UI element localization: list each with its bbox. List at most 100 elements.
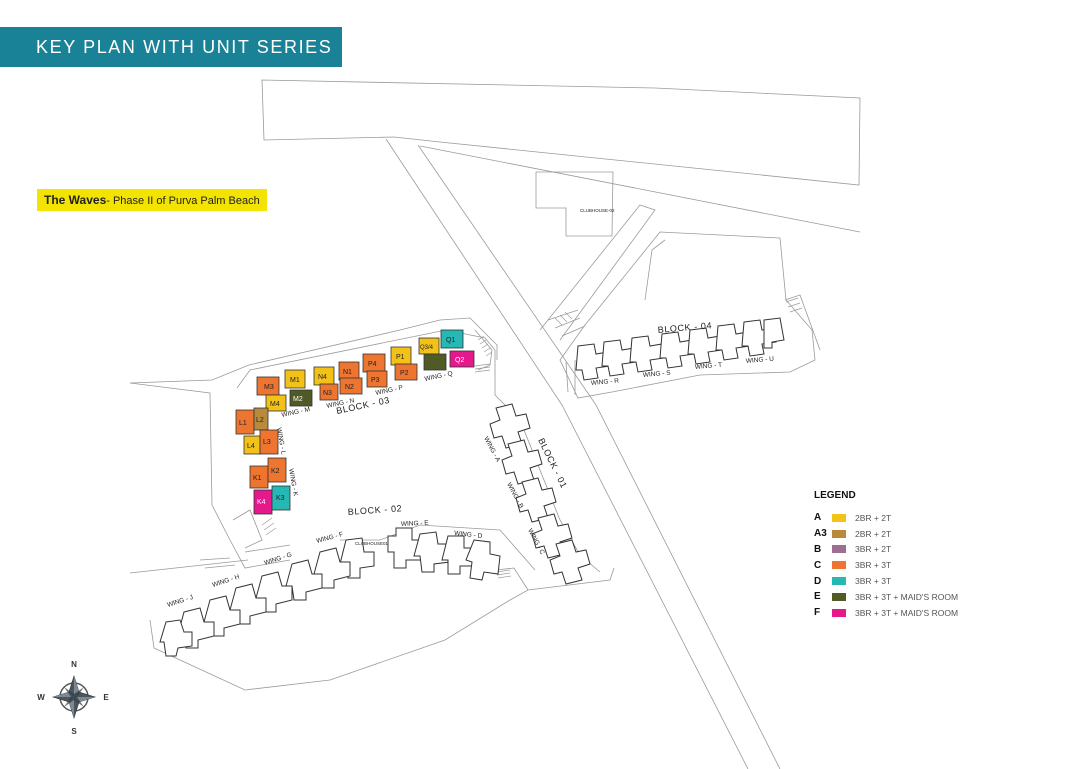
legend-item: E 3BR + 3T + MAID'S ROOM — [814, 589, 958, 605]
compass-e: E — [103, 693, 109, 702]
block-01-buildings — [489, 403, 591, 585]
unit-label: L4 — [247, 443, 255, 450]
unit-label: P4 — [368, 361, 377, 368]
unit-label: K4 — [257, 499, 266, 506]
legend-desc: 2BR + 2T — [855, 528, 892, 539]
wing-u-label: WING - U — [746, 356, 775, 365]
unit-k2 — [267, 457, 287, 483]
wing-h-label: WING - H — [211, 573, 240, 588]
unit-label: P2 — [400, 370, 409, 377]
unit-label: L2 — [256, 417, 264, 424]
compass-star-shade — [53, 676, 95, 718]
wing-g-label: WING - G — [263, 551, 292, 566]
project-name: The Waves — [44, 193, 107, 207]
unit-label: N2 — [345, 384, 354, 391]
project-phase: - Phase II of Purva Palm Beach — [106, 195, 260, 207]
page-title: KEY PLAN WITH UNIT SERIES — [0, 27, 342, 67]
unit-label: K3 — [276, 495, 285, 502]
unit-label: Q2 — [455, 357, 464, 364]
unit-q1 — [440, 329, 464, 349]
unit-label: M1 — [290, 377, 300, 384]
unit-label: L3 — [263, 439, 271, 446]
legend-item: C 3BR + 3T — [814, 557, 958, 573]
legend-swatch — [832, 561, 846, 570]
wing-a-label: WING - A — [482, 436, 501, 464]
wing-f-label: WING - F — [316, 531, 344, 545]
unit-m2 — [289, 389, 313, 407]
wing-s-label: WING - S — [643, 370, 672, 379]
unit-k3 — [271, 485, 291, 511]
compass-n: N — [71, 660, 77, 669]
unit-label: N3 — [323, 390, 332, 397]
legend-item: A 2BR + 2T — [814, 510, 958, 526]
wing-k-label: WING - K — [287, 468, 299, 497]
legend-code: D — [814, 575, 822, 587]
compass-s: S — [71, 727, 77, 736]
unit-label: P3 — [371, 377, 380, 384]
wing-q-label: WING - Q — [424, 370, 453, 383]
legend-item: F 3BR + 3T + MAID'S ROOM — [814, 605, 958, 621]
legend-code: F — [814, 607, 821, 619]
legend-desc: 3BR + 3T + MAID'S ROOM — [855, 607, 959, 618]
site-outlines — [129, 79, 861, 769]
unit-label: N4 — [318, 374, 327, 381]
wing-l-label: WING - L — [275, 427, 287, 455]
unit-label: L1 — [239, 420, 247, 427]
unit-m4 — [265, 394, 287, 412]
unit-m1 — [284, 369, 306, 389]
legend-code: B — [814, 543, 822, 555]
wing-e-label: WING - E — [401, 520, 430, 528]
legend-code: E — [814, 591, 821, 603]
block-03-units — [235, 329, 475, 515]
unit-l3 — [259, 429, 279, 455]
compass-rose: N S E W — [37, 660, 109, 736]
block-02-label: BLOCK - 02 — [347, 503, 402, 517]
compass-w: W — [37, 693, 45, 702]
unit-label: K1 — [253, 475, 262, 482]
unit-labels: M3 M1 N4 N1 P4 P1 Q3/4 Q1 Q2 M4 M2 N3 N2… — [239, 337, 464, 506]
legend-desc: 3BR + 3T — [855, 560, 892, 571]
unit-label: K2 — [271, 468, 280, 475]
legend-swatch — [832, 513, 846, 522]
unit-label: Q1 — [446, 337, 455, 344]
unit-q2 — [449, 350, 475, 368]
block-02-buildings — [159, 527, 501, 657]
legend-code: C — [814, 559, 822, 571]
block-04-label: BLOCK - 04 — [657, 320, 712, 335]
crossing-markings — [261, 297, 803, 579]
wing-t-label: WING - T — [695, 362, 723, 371]
unit-label: Q3/4 — [420, 345, 434, 351]
legend-swatch — [832, 592, 846, 601]
unit-label: M2 — [293, 396, 303, 403]
legend-title: LEGEND — [814, 490, 856, 501]
unit-q-e — [423, 353, 447, 371]
legend-code: A — [814, 512, 822, 524]
unit-label: M3 — [264, 384, 274, 391]
project-subtitle: The Waves- Phase II of Purva Palm Beach — [37, 189, 267, 211]
unit-label: M4 — [270, 401, 280, 408]
clubhouse-01-label: CLUBHOUSE01 — [355, 541, 389, 546]
block-04-buildings — [575, 317, 785, 381]
unit-n3 — [319, 383, 339, 401]
unit-p2 — [394, 363, 418, 381]
unit-label: P1 — [396, 354, 405, 361]
legend-desc: 3BR + 3T + MAID'S ROOM — [855, 591, 959, 602]
legend-swatch — [832, 608, 846, 617]
legend-swatch — [832, 545, 846, 554]
clubhouse-02-label: CLUBHOUSE-02 — [580, 208, 615, 213]
legend-desc: 2BR + 2T — [855, 512, 892, 523]
unit-p3 — [366, 370, 388, 388]
legend-swatch — [832, 577, 846, 586]
wing-r-label: WING - R — [591, 378, 620, 387]
unit-label: N1 — [343, 369, 352, 376]
compass-diagonal — [64, 687, 84, 707]
legend-swatch — [832, 529, 846, 538]
wing-d-label: WING - D — [454, 530, 483, 540]
legend-code: A3 — [814, 528, 827, 540]
unit-n2 — [339, 377, 363, 395]
wing-j-label: WING - J — [166, 594, 194, 609]
